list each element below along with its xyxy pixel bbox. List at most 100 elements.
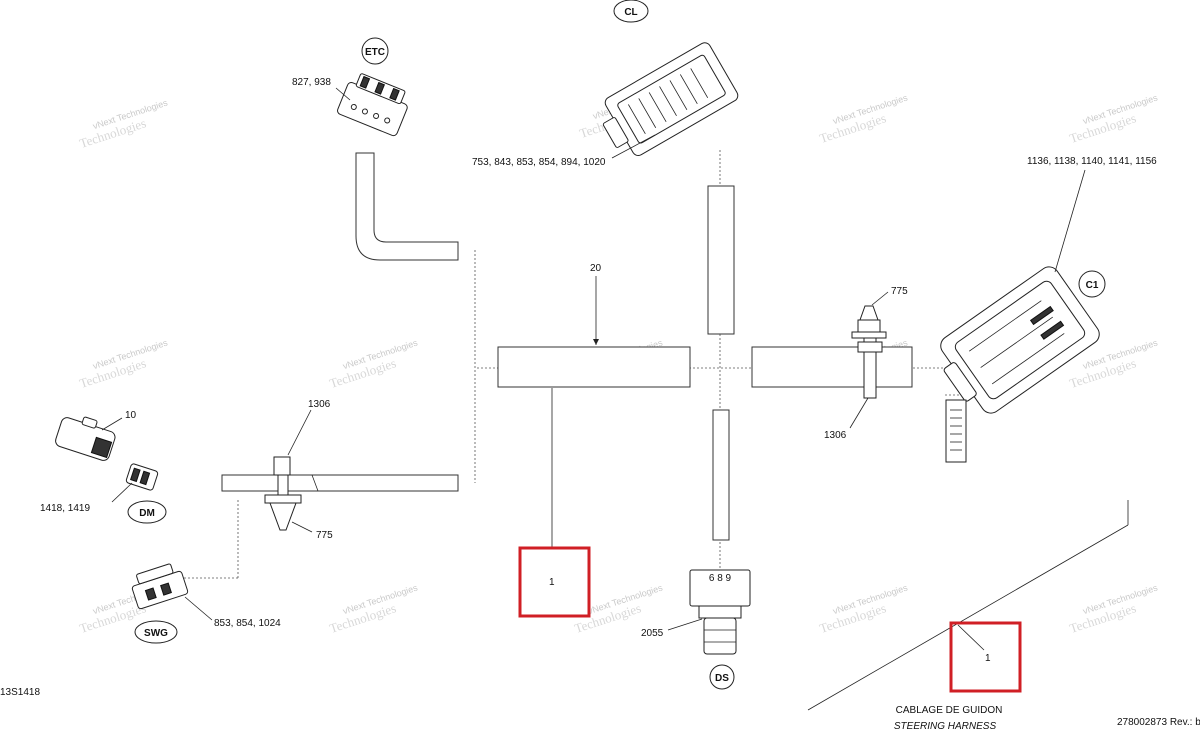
dm-part-numbers: 1418, 1419: [40, 503, 90, 514]
tie-right-base: [857, 319, 881, 333]
tie-right-head: [859, 305, 879, 321]
cl-rib: [628, 104, 646, 135]
etc-pin: [384, 117, 391, 124]
dm-tag-ellipse: [127, 500, 167, 524]
frame-diagonal: [807, 524, 1129, 711]
dm-connector-pin: [130, 467, 141, 483]
ds-leader: [667, 618, 703, 631]
callout-1-right-number: 1: [985, 653, 991, 664]
tie-wrap-right: [851, 305, 887, 399]
harness-section-20: [497, 346, 691, 388]
dm-switch: [55, 416, 116, 461]
tie-1306-left-leader: [287, 409, 312, 456]
swg-leader: [184, 596, 213, 621]
ds-connector: 6 8 9: [689, 569, 751, 655]
callout-box-1-right[interactable]: [949, 621, 1022, 693]
ds-tag[interactable]: DS: [709, 664, 735, 690]
etc-pin: [373, 112, 380, 119]
etc-part-numbers: 827, 938: [292, 77, 331, 88]
etc-clip: [359, 75, 371, 89]
dm-10-leader: [101, 417, 123, 431]
dm-switch-button: [81, 416, 98, 429]
etc-tag[interactable]: ETC: [361, 37, 389, 65]
callout-box-1-left[interactable]: [518, 546, 591, 618]
tie-1306-right-leader: [849, 397, 869, 429]
cl-tag-ellipse: [613, 0, 649, 23]
watermark: vNext Technologies Technologies: [818, 92, 910, 146]
ds-part-number: 2055: [641, 628, 664, 639]
ds-wire: [712, 409, 730, 541]
tie-left-collar: [264, 494, 302, 504]
swg-tag-label: SWG: [144, 628, 168, 639]
callout-1-right-leader: [957, 624, 985, 651]
tie-right-collar: [851, 331, 887, 339]
c1-tag-circle: [1078, 270, 1106, 298]
figure-code: 13S1418: [0, 687, 40, 698]
dm-parts-leader: [111, 482, 133, 503]
tie-775-left-leader: [291, 521, 313, 533]
watermark: vNext Technologies Technologies: [1068, 582, 1160, 636]
swg-part-numbers: 853, 854, 1024: [214, 618, 281, 629]
c1-terminal: [1040, 320, 1065, 340]
cl-rib: [690, 68, 709, 99]
c1-rib: [980, 316, 1053, 368]
swg-pin: [160, 582, 172, 596]
callout-1-left-number: 1: [549, 577, 555, 588]
tie-left-head: [273, 456, 291, 476]
watermark: vNext Technologies Technologies: [1068, 92, 1160, 146]
wire-runs: [221, 152, 913, 541]
c1-rib: [991, 333, 1065, 385]
cl-rib: [659, 86, 677, 117]
tie-right-clamp: [857, 341, 883, 353]
cl-rib: [648, 92, 667, 123]
dm-tag[interactable]: DM: [127, 500, 167, 524]
cl-tag[interactable]: CL: [613, 0, 649, 23]
c1-leader: [1054, 169, 1086, 273]
dm-10-label: 10: [125, 410, 137, 421]
cl-tag-label: CL: [624, 7, 637, 18]
c1-rib: [968, 300, 1042, 352]
c1-tag[interactable]: C1: [1078, 270, 1106, 298]
swg-pin: [144, 587, 157, 601]
harness-20-arrow: [593, 339, 599, 345]
c1-seal-body: [945, 399, 967, 463]
tie-wrap-left: [264, 456, 302, 531]
harness-break: [311, 474, 319, 492]
cl-face: [617, 54, 726, 144]
watermark: vNext Technologies Technologies: [328, 582, 420, 636]
cl-leader: [611, 134, 656, 159]
tie-775-right-leader: [871, 291, 889, 306]
watermark: vNext Technologies Technologies: [818, 582, 910, 636]
watermark: vNext Technologies Technologies: [328, 337, 420, 391]
ds-pin-numbers: 6 8 9: [709, 573, 732, 584]
tie-left-tip: [269, 502, 297, 531]
watermark: vNext Technologies Technologies: [78, 97, 170, 151]
cl-wire: [707, 185, 735, 335]
etc-clip: [389, 87, 400, 101]
tie-775-left-label: 775: [316, 530, 333, 541]
ds-tag-circle: [709, 664, 735, 690]
tie-1306-right-label: 1306: [824, 430, 847, 441]
etc-wire: [355, 152, 459, 261]
swg-tag[interactable]: SWG: [134, 620, 178, 644]
etc-connector: [337, 73, 408, 137]
etc-tag-circle: [361, 37, 389, 65]
watermark: vNext Technologies Technologies: [78, 337, 170, 391]
ds-plug: [703, 617, 737, 655]
etc-pin: [350, 103, 357, 110]
swg-tag-ellipse: [134, 620, 178, 644]
cl-connector: [602, 42, 739, 157]
cl-rib: [638, 98, 657, 129]
c1-seal-strip: [945, 399, 967, 463]
harness-section-right: [751, 346, 913, 388]
title-french: CABLAGE DE GUIDON: [896, 705, 1003, 716]
c1-latch: [943, 362, 977, 402]
dm-switch-port: [90, 436, 113, 459]
revision-code: 278002873 Rev.: b: [1117, 717, 1200, 728]
c1-connector: [940, 266, 1100, 414]
tie-775-right-label: 775: [891, 286, 908, 297]
title-english: STEERING HARNESS: [894, 721, 997, 730]
c1-part-numbers: 1136, 1138, 1140, 1141, 1156: [1027, 156, 1157, 167]
etc-tag-label: ETC: [365, 47, 385, 58]
